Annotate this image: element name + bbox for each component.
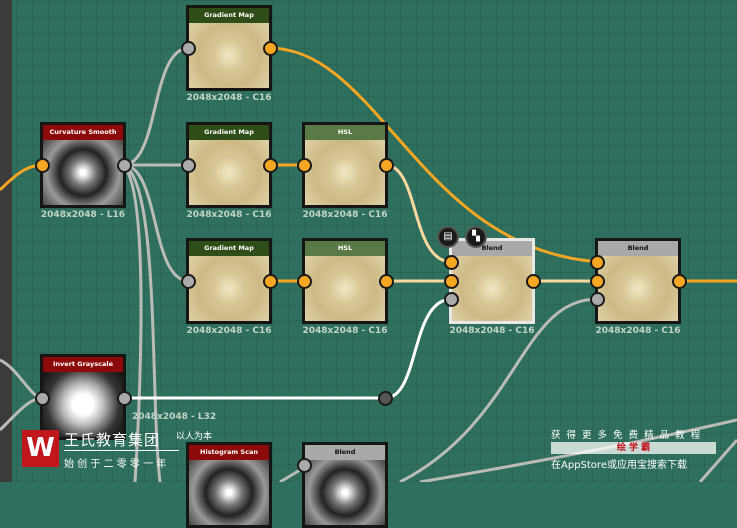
node-gradient-map-2[interactable]: Gradient Map <box>186 122 272 208</box>
wire <box>122 163 162 482</box>
wire <box>122 163 190 283</box>
input-port[interactable] <box>444 255 459 270</box>
wire <box>122 46 190 167</box>
output-port[interactable] <box>379 158 394 173</box>
wire <box>698 439 737 482</box>
input-port[interactable] <box>297 458 312 473</box>
node-thumbnail <box>43 140 123 205</box>
watermark-search: 在AppStore或应用宝搜索下载 <box>551 460 687 471</box>
node-thumbnail <box>452 256 532 321</box>
node-resolution: 2048x2048 - C16 <box>186 93 272 103</box>
output-port[interactable] <box>672 274 687 289</box>
input-port[interactable] <box>35 158 50 173</box>
node-thumbnail <box>305 140 385 205</box>
node-thumbnail <box>189 256 269 321</box>
input-port[interactable] <box>444 274 459 289</box>
watermark-brand: 绘 学 霸 <box>551 442 716 454</box>
node-resolution: 2048x2048 - C16 <box>302 326 388 336</box>
watermark-slogan: 以人为本 <box>176 432 213 442</box>
document-icon[interactable]: ▤ <box>437 226 459 248</box>
watermark-name: 王氏教育集团 <box>64 431 161 449</box>
output-port[interactable] <box>117 391 132 406</box>
watermark-promo: 获 得 更 多 免 费 精 品 教 程 <box>551 430 702 441</box>
input-port[interactable] <box>297 158 312 173</box>
node-thumbnail <box>305 460 385 525</box>
node-blend-3[interactable]: Blend <box>302 442 388 528</box>
node-histogram-scan[interactable]: Histogram Scan <box>186 442 272 528</box>
input-port[interactable] <box>181 158 196 173</box>
node-resolution: 2048x2048 - C16 <box>449 326 535 336</box>
watermark-since: 始 创 于 二 零 零 一 年 <box>64 459 167 470</box>
checker-preview-icon[interactable]: ▚ <box>465 226 487 248</box>
node-hsl-1[interactable]: HSL <box>302 122 388 208</box>
node-title: Blend <box>452 241 532 256</box>
node-title: Invert Grayscale <box>43 357 123 372</box>
input-port[interactable] <box>590 292 605 307</box>
node-resolution: 2048x2048 - L32 <box>132 412 217 422</box>
node-title: Gradient Map <box>189 241 269 256</box>
input-port[interactable] <box>590 274 605 289</box>
input-port[interactable] <box>35 391 50 406</box>
output-port[interactable] <box>526 274 541 289</box>
node-invert-grayscale[interactable]: Invert Grayscale <box>40 354 126 440</box>
node-thumbnail <box>189 140 269 205</box>
reroute-dot[interactable] <box>378 391 393 406</box>
node-thumbnail <box>189 23 269 88</box>
wire <box>121 163 143 482</box>
node-thumbnail <box>598 256 678 321</box>
output-port[interactable] <box>117 158 132 173</box>
node-thumbnail <box>305 256 385 321</box>
node-resolution: 2048x2048 - C16 <box>302 210 388 220</box>
node-title: Gradient Map <box>189 8 269 23</box>
node-resolution: 2048x2048 - L16 <box>40 210 126 220</box>
node-thumbnail <box>189 460 269 525</box>
wire <box>279 468 301 482</box>
node-gradient-map-3[interactable]: Gradient Map <box>186 238 272 324</box>
output-port[interactable] <box>263 274 278 289</box>
node-title: Blend <box>598 241 678 256</box>
output-port[interactable] <box>263 158 278 173</box>
watermark-logo: W <box>22 430 59 467</box>
node-gradient-map-1[interactable]: Gradient Map <box>186 5 272 91</box>
output-port[interactable] <box>263 41 278 56</box>
input-port[interactable] <box>181 274 196 289</box>
node-title: HSL <box>305 241 385 256</box>
node-title: Histogram Scan <box>189 445 269 460</box>
node-title: Gradient Map <box>189 125 269 140</box>
node-resolution: 2048x2048 - C16 <box>186 326 272 336</box>
node-blend-1[interactable]: Blend <box>449 238 535 324</box>
input-port[interactable] <box>590 255 605 270</box>
node-title: Blend <box>305 445 385 460</box>
node-resolution: 2048x2048 - C16 <box>186 210 272 220</box>
output-port[interactable] <box>379 274 394 289</box>
wire <box>399 297 599 482</box>
node-blend-2[interactable]: Blend <box>595 238 681 324</box>
node-resolution: 2048x2048 - C16 <box>595 326 681 336</box>
wire <box>123 297 453 400</box>
node-title: HSL <box>305 125 385 140</box>
node-hsl-2[interactable]: HSL <box>302 238 388 324</box>
input-port[interactable] <box>181 41 196 56</box>
divider <box>64 450 179 451</box>
wire <box>384 163 453 264</box>
input-port[interactable] <box>297 274 312 289</box>
node-thumbnail <box>43 372 123 437</box>
node-curvature-smooth[interactable]: Curvature Smooth <box>40 122 126 208</box>
node-title: Curvature Smooth <box>43 125 123 140</box>
input-port[interactable] <box>444 292 459 307</box>
